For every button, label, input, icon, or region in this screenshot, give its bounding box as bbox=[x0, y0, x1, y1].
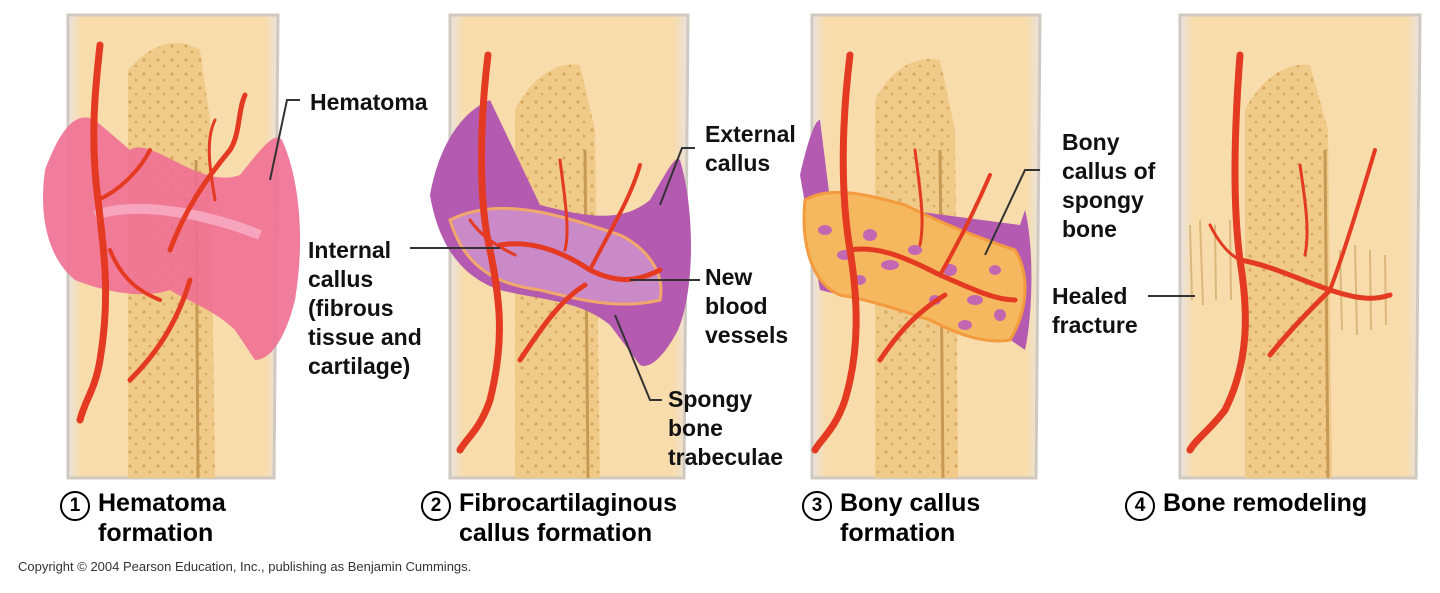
hematoma-leader-line bbox=[269, 99, 300, 181]
bony-callus-mass bbox=[802, 190, 1027, 343]
blood-vessels bbox=[456, 51, 663, 454]
stage-title-2: Fibrocartilaginous callus formation bbox=[459, 489, 678, 547]
healed-fracture-texture bbox=[1189, 219, 1387, 336]
panel-bone-remodeling bbox=[1148, 13, 1422, 480]
label-new-blood-vessels: New blood vessels bbox=[705, 264, 789, 348]
stage-number-3: 3 bbox=[802, 491, 832, 521]
stage-title-3: Bony callus formation bbox=[840, 489, 981, 547]
bony-callus-leader bbox=[984, 169, 1040, 256]
panel-hematoma-formation bbox=[43, 13, 301, 480]
hematoma-mass bbox=[43, 117, 301, 360]
stage-number-2: 2 bbox=[421, 491, 451, 521]
blood-vessels bbox=[811, 51, 1018, 454]
copyright-notice: Copyright © 2004 Pearson Education, Inc.… bbox=[18, 559, 472, 574]
stage-title-1: Hematoma formation bbox=[98, 489, 226, 547]
label-spongy-bone-trabeculae: Spongy bone trabeculae bbox=[668, 386, 784, 470]
panel-bony-callus bbox=[800, 13, 1042, 480]
label-healed-fracture: Healed fracture bbox=[1052, 283, 1138, 338]
spongy-bone-leader bbox=[614, 314, 662, 401]
label-bony-callus: Bony callus of spongy bone bbox=[1062, 129, 1156, 242]
stage-number-4: 4 bbox=[1125, 491, 1155, 521]
external-callus-leader bbox=[659, 147, 695, 206]
label-external-callus: External callus bbox=[705, 121, 796, 176]
stage-title-4: Bone remodeling bbox=[1163, 489, 1368, 517]
label-internal-callus: Internal callus (fibrous tissue and cart… bbox=[308, 237, 422, 379]
medullary-spongy-bone bbox=[1245, 64, 1332, 478]
stage-number-1: 1 bbox=[60, 491, 90, 521]
panel-fibrocartilaginous-callus bbox=[410, 13, 700, 480]
label-hematoma: Hematoma bbox=[310, 89, 428, 115]
blood-vessels bbox=[76, 41, 248, 424]
blood-vessels bbox=[1186, 51, 1393, 454]
